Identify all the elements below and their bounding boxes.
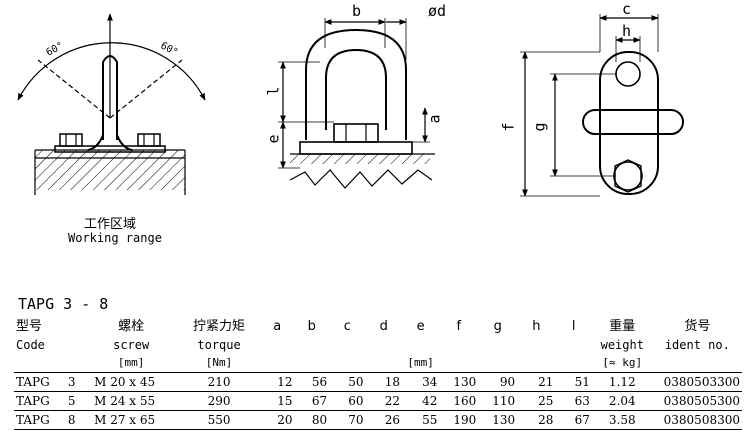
header-d: d: [379, 319, 388, 334]
cell-g: 90: [478, 372, 518, 392]
dim-a-label: a: [425, 114, 444, 124]
dim-l-label: l: [264, 86, 283, 96]
cell-e: 42: [401, 391, 440, 411]
cell-a: 12: [259, 372, 295, 392]
cell-h: 25: [517, 391, 556, 411]
header-ident-cn: 货号: [684, 319, 711, 334]
header-row-units: [mm] [Nm] [mm] [≈ kg]: [14, 354, 742, 373]
dim-g-label: g: [530, 122, 549, 132]
header-ident-en: ident no.: [664, 338, 730, 352]
header-row-en: Code screw torque weight ident no.: [14, 336, 742, 354]
cell-code: TAPG: [14, 410, 60, 430]
cell-l: 51: [555, 372, 592, 392]
dim-b-label: b: [352, 2, 362, 20]
cell-code: TAPG: [14, 391, 60, 411]
cell-a: 20: [259, 410, 295, 430]
cell-size: 5: [59, 391, 85, 411]
working-range-en-label: Working range: [68, 231, 162, 245]
cell-b: 67: [294, 391, 330, 411]
cell-e: 55: [401, 410, 440, 430]
unit-torque: [Nm]: [205, 356, 233, 369]
cell-torque: 210: [178, 372, 260, 392]
header-torque-en: torque: [197, 338, 241, 352]
dim-f-label: f: [499, 122, 518, 132]
cell-weight: 3.58: [591, 410, 653, 430]
cell-l: 67: [555, 410, 592, 430]
cell-b: 80: [294, 410, 330, 430]
header-g: g: [493, 319, 502, 334]
cell-c: 60: [329, 391, 366, 411]
dim-e-label: e: [264, 134, 283, 144]
cell-b: 56: [294, 372, 330, 392]
cell-g: 130: [478, 410, 518, 430]
cell-h: 21: [517, 372, 556, 392]
header-b: b: [307, 319, 316, 334]
cell-ident: 0380508300: [652, 410, 742, 430]
dim-d-label: ød: [428, 2, 447, 20]
cell-weight: 1.12: [591, 372, 653, 392]
header-h: h: [532, 319, 541, 334]
header-code-en: Code: [16, 338, 45, 352]
cell-torque: 290: [178, 391, 260, 411]
header-weight-en: weight: [600, 338, 644, 352]
cell-d: 26: [365, 410, 402, 430]
cell-c: 50: [329, 372, 366, 392]
dim-h-label: h: [622, 22, 632, 40]
cell-f: 160: [439, 391, 479, 411]
cell-ident: 0380503300: [652, 372, 742, 392]
header-screw-cn: 螺栓: [118, 319, 145, 334]
spec-table: 型号 螺栓 拧紧力矩 a b c d e f g h l 重量 货号 Code …: [14, 318, 742, 430]
header-c: c: [343, 319, 351, 334]
unit-screw: [mm]: [117, 356, 145, 369]
cell-d: 18: [365, 372, 402, 392]
cell-code: TAPG: [14, 372, 60, 392]
cell-d: 22: [365, 391, 402, 411]
cell-h: 28: [517, 410, 556, 430]
front-view: [278, 18, 435, 189]
header-f: f: [456, 319, 462, 334]
cell-size: 8: [59, 410, 85, 430]
header-l: l: [571, 319, 576, 334]
header-code-cn: 型号: [16, 319, 43, 334]
unit-weight: [≈ kg]: [602, 356, 643, 369]
cell-g: 110: [478, 391, 518, 411]
header-screw-en: screw: [113, 338, 150, 352]
cell-f: 130: [439, 372, 479, 392]
product-title: TAPG 3 - 8: [18, 295, 109, 313]
cell-l: 63: [555, 391, 592, 411]
cell-screw: M 27 x 65: [84, 410, 179, 430]
cell-a: 15: [259, 391, 295, 411]
cell-weight: 2.04: [591, 391, 653, 411]
header-torque-cn: 拧紧力矩: [193, 319, 246, 334]
cell-screw: M 24 x 55: [84, 391, 179, 411]
cell-torque: 550: [178, 410, 260, 430]
cell-f: 190: [439, 410, 479, 430]
cell-c: 70: [329, 410, 366, 430]
header-a: a: [273, 319, 282, 334]
header-row-cn: 型号 螺栓 拧紧力矩 a b c d e f g h l 重量 货号: [14, 318, 742, 336]
cell-ident: 0380505300: [652, 391, 742, 411]
top-view: [520, 14, 684, 197]
working-range-cn-label: 工作区域: [84, 217, 137, 232]
unit-dims: [mm]: [407, 356, 434, 369]
technical-drawings: [17, 13, 684, 197]
working-range-view: [17, 13, 206, 195]
cell-screw: M 20 x 45: [84, 372, 179, 392]
cell-e: 34: [401, 372, 440, 392]
cell-size: 3: [59, 372, 85, 392]
header-weight-cn: 重量: [609, 319, 636, 334]
header-e: e: [416, 319, 425, 334]
dim-c-label: c: [622, 0, 632, 18]
